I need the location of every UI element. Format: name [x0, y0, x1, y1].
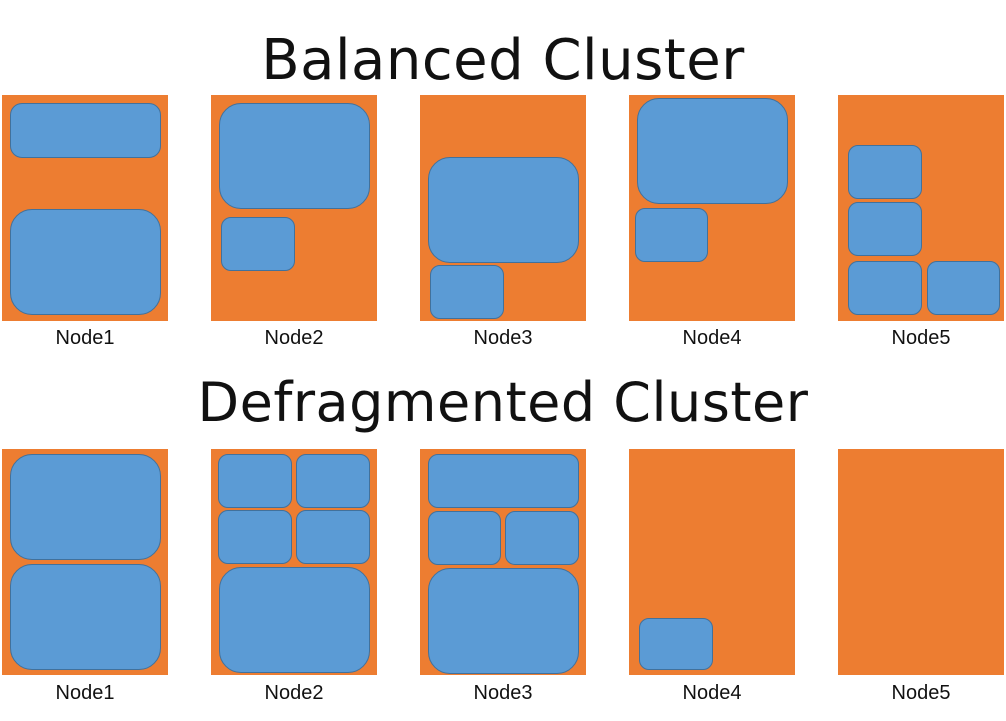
- pod: [221, 217, 295, 271]
- pod: [505, 511, 579, 565]
- defragmented-node3: [420, 449, 586, 675]
- balanced-node2: [211, 95, 377, 321]
- pod: [428, 511, 501, 565]
- defragmented-node1: [2, 449, 168, 675]
- pod: [848, 202, 922, 256]
- pod: [218, 510, 292, 564]
- defragmented-node4: [629, 449, 795, 675]
- defragmented-node2-label: Node2: [264, 682, 324, 704]
- balanced-node5: [838, 95, 1004, 321]
- balanced-node5-label: Node5: [891, 327, 951, 349]
- balanced-node3: [420, 95, 586, 321]
- pod: [848, 145, 922, 199]
- balanced-node1: [2, 95, 168, 321]
- pod: [428, 157, 579, 263]
- defragmented-node4-label: Node4: [682, 682, 742, 704]
- pod: [848, 261, 922, 315]
- pod: [219, 567, 370, 673]
- defragmented-node5-label: Node5: [891, 682, 951, 704]
- pod: [219, 103, 370, 209]
- balanced-node3-label: Node3: [473, 327, 533, 349]
- pod: [10, 209, 161, 315]
- balanced-node2-label: Node2: [264, 327, 324, 349]
- pod: [296, 510, 370, 564]
- pod: [296, 454, 370, 508]
- defragmented-node5: [838, 449, 1004, 675]
- defragmented-cluster-title: Defragmented Cluster: [197, 371, 809, 434]
- balanced-node4-label: Node4: [682, 327, 742, 349]
- pod: [428, 568, 579, 674]
- pod: [10, 103, 161, 158]
- pod: [635, 208, 708, 262]
- pod: [927, 261, 1000, 315]
- defragmented-node3-label: Node3: [473, 682, 533, 704]
- balanced-node4: [629, 95, 795, 321]
- pod: [639, 618, 713, 670]
- pod: [218, 454, 292, 508]
- balanced-node1-label: Node1: [55, 327, 115, 349]
- pod: [10, 454, 161, 560]
- defragmented-node1-label: Node1: [55, 682, 115, 704]
- pod: [430, 265, 504, 319]
- defragmented-node2: [211, 449, 377, 675]
- pod: [637, 98, 788, 204]
- balanced-cluster-title: Balanced Cluster: [261, 28, 745, 93]
- pod: [428, 454, 579, 508]
- pod: [10, 564, 161, 670]
